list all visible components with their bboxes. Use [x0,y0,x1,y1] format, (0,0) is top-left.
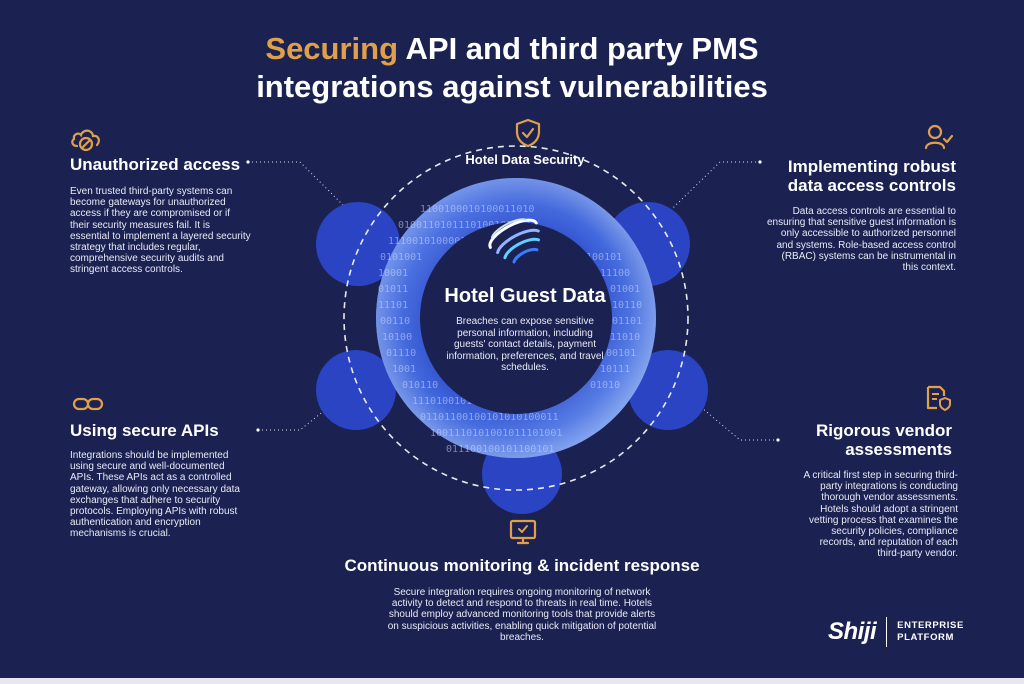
page-title: Securing API and third party PMS integra… [0,30,1024,106]
svg-text:11100: 11100 [600,268,630,279]
svg-text:1110100101001001110100: 1110100101001001110100 [412,396,544,407]
svg-text:01010: 01010 [590,380,620,391]
shiji-logo: Shiji ENTERPRISE PLATFORM [828,614,964,650]
logo-divider [886,617,888,647]
svg-text:1100100010100011010: 1100100010100011010 [420,204,534,215]
svg-text:01011: 01011 [378,284,408,295]
title-accent: Securing [265,31,399,66]
title-line1: API and third party PMS [398,31,759,66]
logo-line1: ENTERPRISE [897,620,964,631]
svg-text:0100110101110100101010: 0100110101110100101010 [398,220,530,231]
svg-text:1110010100001101110100111: 1110010100001101110100111 [388,236,539,247]
svg-text:0101001: 0101001 [380,252,422,263]
svg-text:01101: 01101 [612,316,642,327]
svg-text:01110: 01110 [386,348,416,359]
vendor-body: A critical first step in securing third-… [803,470,959,560]
vendor-heading-line2: assessments [845,440,952,459]
svg-text:1001: 1001 [392,364,416,375]
swirl-icon [488,218,540,264]
document-shield-icon [926,385,951,411]
svg-text:10001: 10001 [378,268,408,279]
monitor-shield-icon [509,519,537,545]
svg-text:010110: 010110 [402,380,438,391]
svg-text:10100: 10100 [382,332,412,343]
access-controls-heading-line2: data access controls [787,176,956,195]
vendor-heading-line1: Rigorous vendor [815,421,952,440]
logo-text: ENTERPRISE PLATFORM [897,620,964,644]
logo-line2: PLATFORM [897,632,955,643]
svg-text:0100101: 0100101 [580,252,622,263]
access-controls-heading-line1: Implementing robust [787,157,956,176]
bottom-strip [0,678,1024,684]
access-controls-body: Data access controls are essential to en… [767,206,956,274]
unauthorized-heading: Unauthorized access [70,155,241,174]
svg-text:1001110101001011101001: 1001110101001011101001 [430,428,562,439]
center-title: Hotel Guest Data [444,285,606,307]
svg-text:00101: 00101 [606,348,636,359]
secure-apis-heading: Using secure APIs [70,421,219,440]
svg-text:11010: 11010 [610,332,640,343]
unauthorized-body: Even trusted third-party systems can bec… [70,186,251,276]
secure-apis-body: Integrations should be implemented using… [70,450,240,540]
cloud-block-icon [71,129,100,152]
svg-text:01101100100101010100011: 01101100100101010100011 [420,412,558,423]
link-icon [72,397,104,411]
monitoring-heading: Continuous monitoring & incident respons… [344,556,700,575]
title-line2: integrations against vulnerabilities [256,69,768,104]
logo-mark: Shiji [828,618,877,645]
center-body: Breaches can expose sensitive personal i… [446,316,604,373]
shield-check-icon [515,118,541,148]
access-controls-heading: Implementing robust data access controls [740,157,956,195]
svg-text:11101: 11101 [378,300,408,311]
svg-text:00110: 00110 [380,316,410,327]
svg-text:011100100101100101: 011100100101100101 [446,444,554,455]
ring-label: Hotel Data Security [465,152,585,167]
user-check-icon [924,124,954,150]
vendor-heading: Rigorous vendor assessments [760,421,952,459]
monitoring-body: Secure integration requires ongoing moni… [387,587,657,643]
